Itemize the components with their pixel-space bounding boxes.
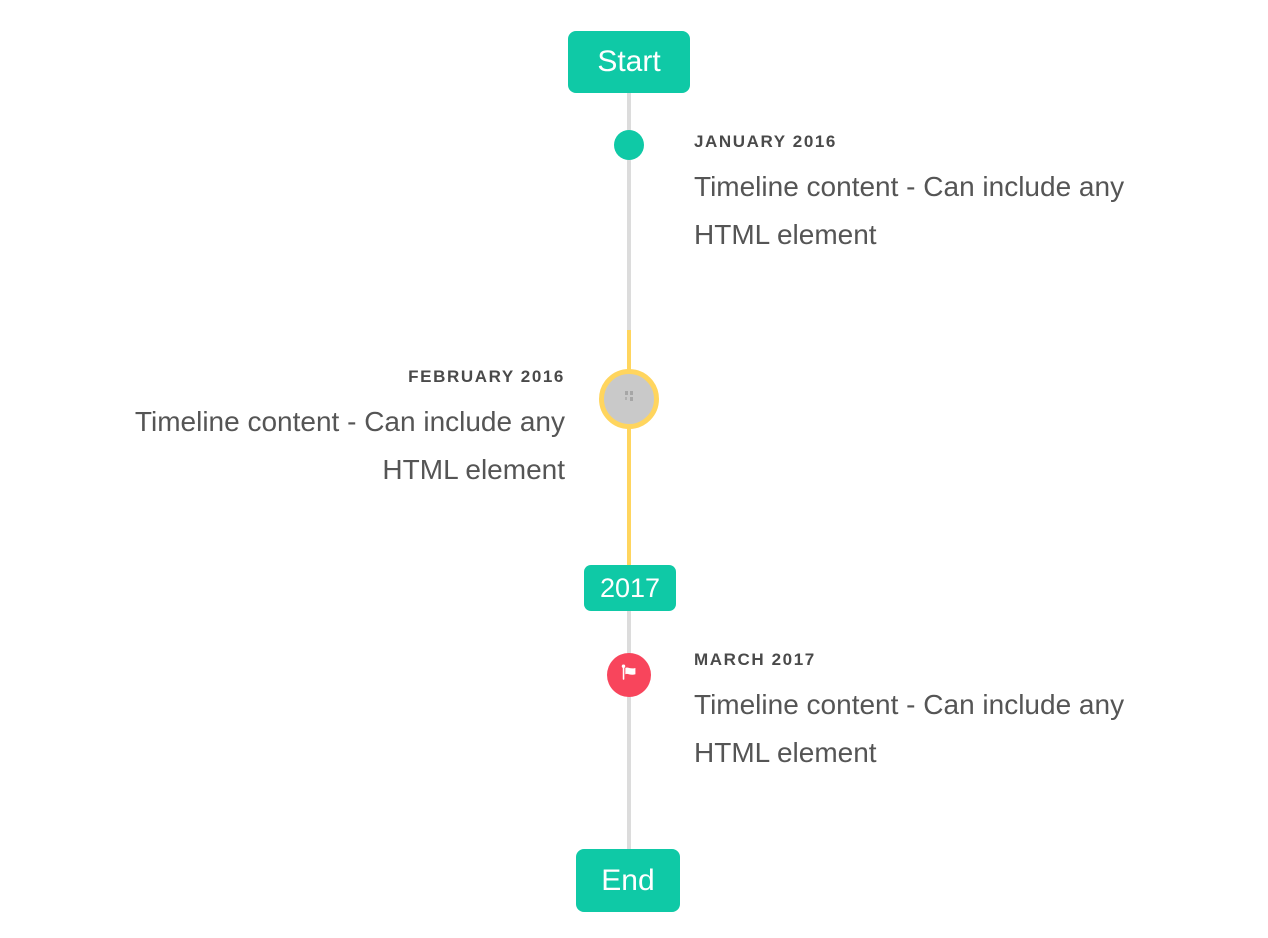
event-marker-dot [614,130,644,160]
event-content: Timeline content - Can include any HTML … [694,689,1125,768]
event-title: FEBRUARY 2016 [408,367,565,386]
timeline-year-badge: 2017 [584,565,676,611]
event-marker-image-circle [599,369,659,429]
timeline-start-badge: Start [568,31,690,93]
timeline-line-highlight [627,330,631,567]
event-title: MARCH 2017 [694,650,816,669]
timeline-end-badge: End [576,849,680,912]
event-title: JANUARY 2016 [694,132,837,151]
flag-icon [618,662,640,689]
timeline-event-january-2016: JANUARY 2016 Timeline content - Can incl… [694,131,1204,259]
event-marker-flag-circle [607,653,651,697]
event-content: Timeline content - Can include any HTML … [694,171,1125,250]
broken-image-icon [622,390,637,408]
timeline-event-february-2016: FEBRUARY 2016 Timeline content - Can inc… [55,366,565,494]
timeline-event-march-2017: MARCH 2017 Timeline content - Can includ… [694,649,1204,777]
event-content: Timeline content - Can include any HTML … [134,406,565,485]
